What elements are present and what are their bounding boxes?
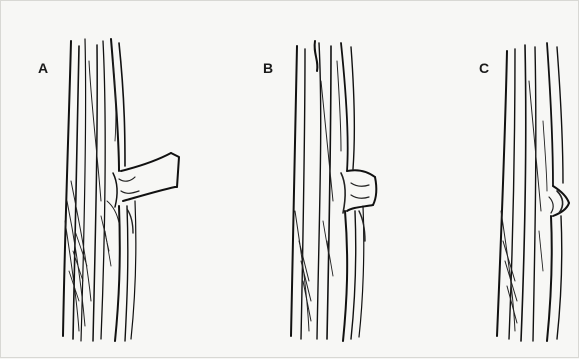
panel-c: C [479, 43, 569, 341]
panel-a: A [38, 39, 179, 341]
panel-c-label: C [479, 60, 489, 76]
panel-a-trunk [63, 39, 136, 341]
panel-b-trunk [291, 41, 364, 341]
panel-b-label: B [263, 60, 273, 76]
panel-c-trunk [497, 43, 563, 341]
panel-b: B [263, 41, 376, 341]
panel-c-healed-callus [549, 186, 569, 216]
panel-a-branch-stub [107, 153, 179, 233]
panel-a-label: A [38, 60, 48, 76]
